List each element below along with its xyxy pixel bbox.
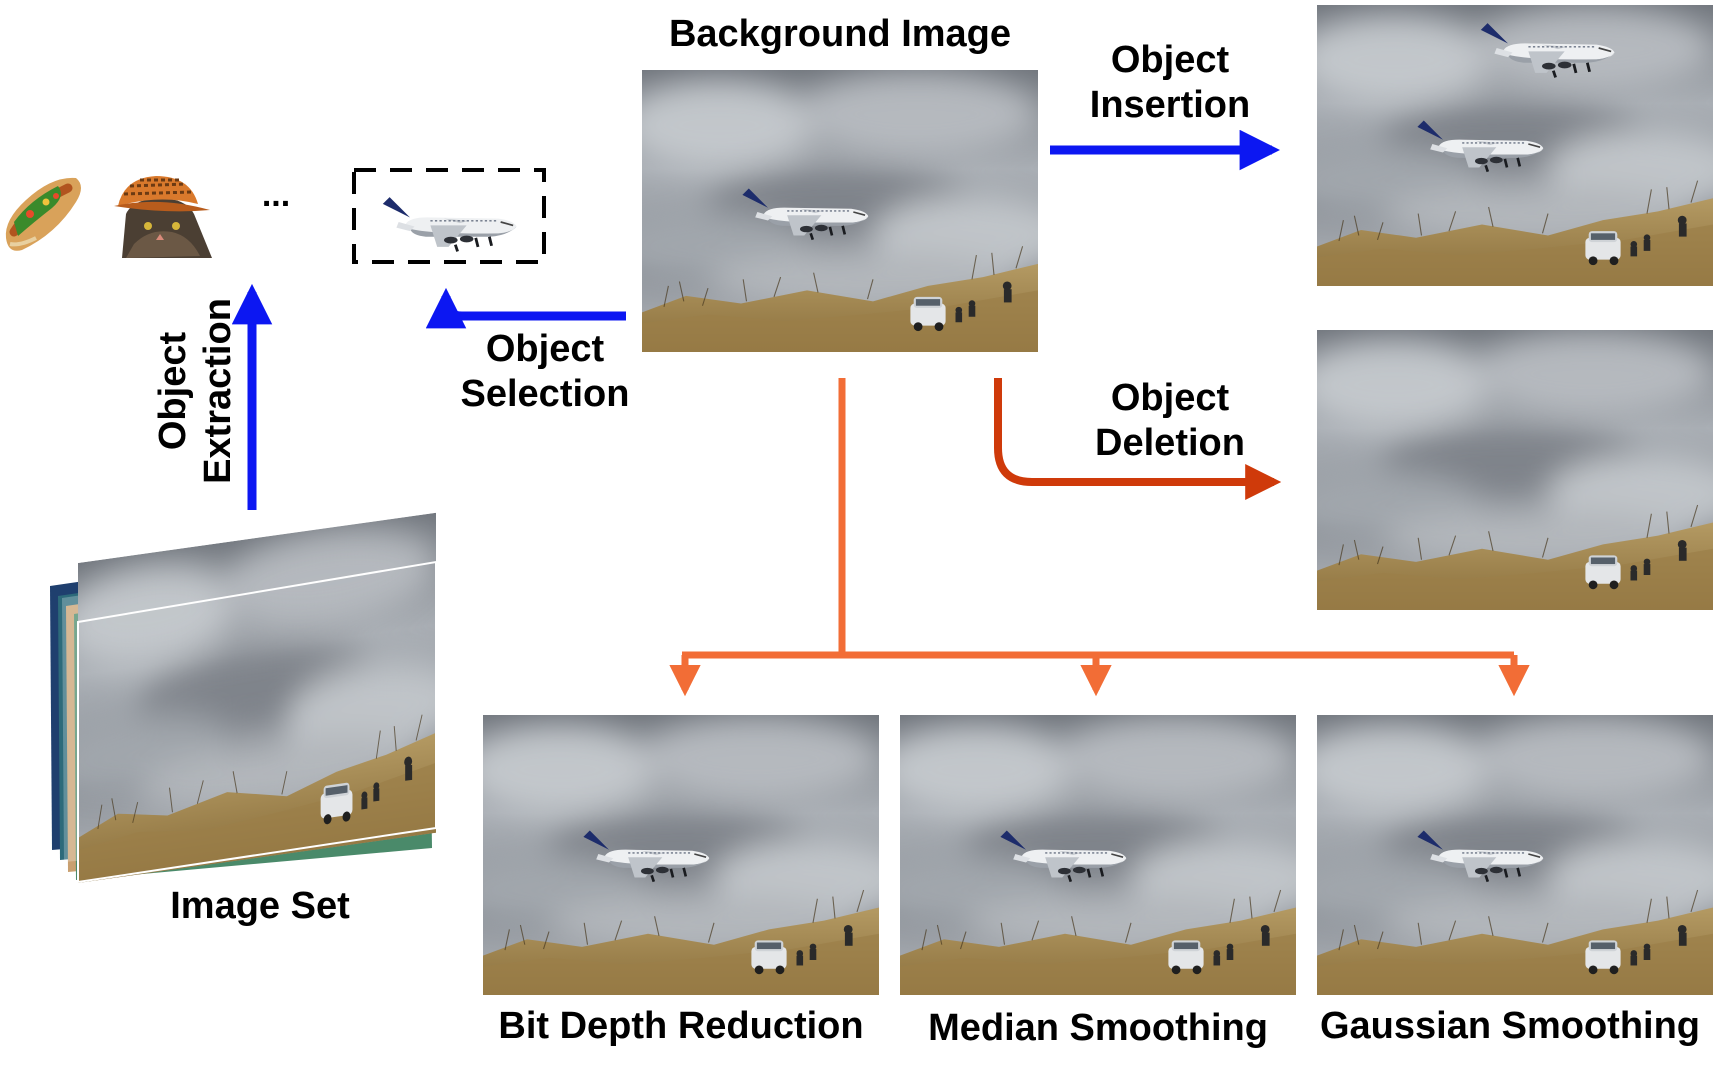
smoothing-branch-arrows bbox=[669, 378, 1530, 697]
object-deletion-result-image bbox=[1284, 330, 1715, 610]
background-image bbox=[609, 70, 1071, 352]
hotdog-icon bbox=[5, 177, 81, 251]
object-deletion-label-line1: Object bbox=[1110, 377, 1230, 419]
background-image-label: Background Image bbox=[668, 13, 1012, 55]
image-set-front-image bbox=[77, 560, 437, 884]
object-deletion-arrow bbox=[994, 378, 1282, 500]
object-deletion-label-line2: Deletion bbox=[1095, 422, 1245, 464]
gaussian-smoothing-label: Gaussian Smoothing bbox=[1319, 1005, 1701, 1047]
object-insertion-label-line1: Object bbox=[1110, 39, 1230, 81]
gaussian-smoothing-image bbox=[1284, 715, 1715, 995]
object-extraction-label-line1: Object bbox=[152, 331, 194, 451]
cat-with-hat-icon bbox=[114, 176, 212, 258]
median-smoothing-label: Median Smoothing bbox=[928, 1007, 1268, 1049]
ellipsis-text: ... bbox=[262, 176, 290, 214]
object-selection-label: Object Selection bbox=[430, 327, 660, 417]
object-insertion-label-line2: Insertion bbox=[1089, 84, 1251, 126]
object-extraction-label-line2: Extraction bbox=[197, 298, 239, 484]
selected-object-box bbox=[352, 168, 546, 264]
bit-depth-reduction-image bbox=[450, 715, 912, 995]
object-insertion-result-image bbox=[1284, 5, 1715, 286]
image-set-stack bbox=[50, 509, 466, 888]
object-deletion-label: Object Deletion bbox=[1040, 376, 1300, 466]
bit-depth-reduction-label: Bit Depth Reduction bbox=[498, 1005, 864, 1047]
median-smoothing-image bbox=[867, 715, 1329, 995]
object-selection-label-line2: Selection bbox=[460, 373, 630, 415]
object-insertion-label: Object Insertion bbox=[1040, 38, 1300, 128]
image-set-label: Image Set bbox=[170, 885, 350, 927]
object-selection-arrow bbox=[425, 287, 626, 329]
object-extraction-label: Object Extraction bbox=[151, 261, 241, 521]
object-selection-label-line1: Object bbox=[485, 328, 605, 370]
